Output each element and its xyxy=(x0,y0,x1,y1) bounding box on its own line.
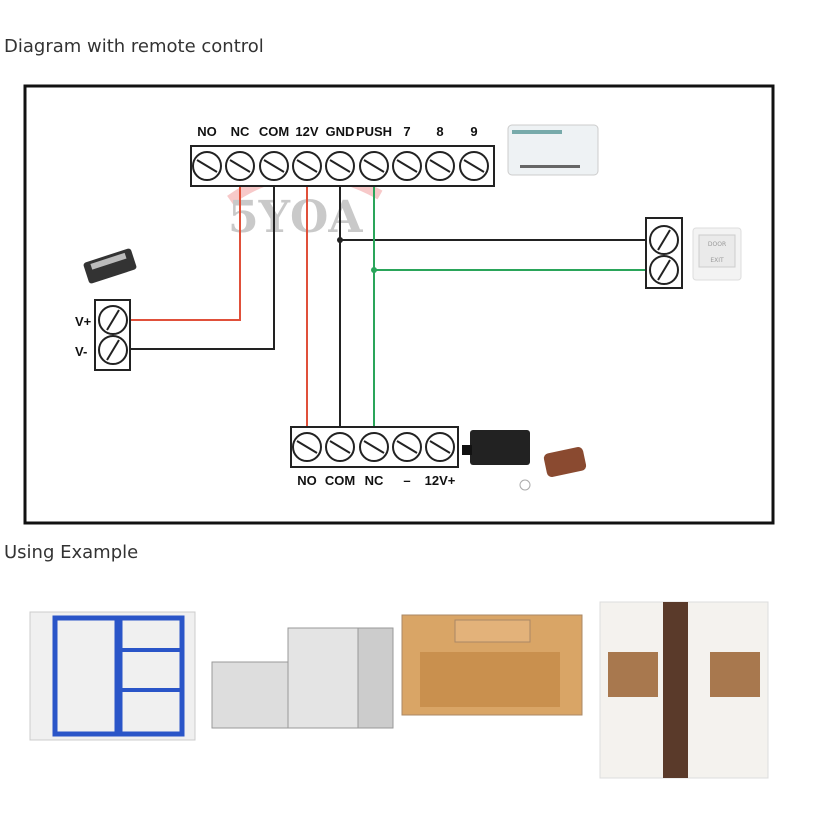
bottom-terminal-label: NC xyxy=(365,473,384,488)
example-wooden-cabinet xyxy=(401,614,583,716)
wire-gnd xyxy=(339,166,664,447)
top-terminal-label: 8 xyxy=(436,124,443,139)
bottom-terminal-label: – xyxy=(403,473,410,488)
label-vplus: V+ xyxy=(75,314,92,329)
example-cabinet-blue xyxy=(29,611,196,741)
screw-slot xyxy=(329,440,351,454)
wire-push xyxy=(373,166,664,447)
wire-com-vminus xyxy=(113,166,275,350)
top-terminal-label: NC xyxy=(231,124,250,139)
bottom-terminal-label: COM xyxy=(325,473,355,488)
example-white-wardrobe xyxy=(599,601,769,779)
junction-dot xyxy=(371,267,377,273)
screw-slot xyxy=(363,440,385,454)
diagram-heading: Diagram with remote control xyxy=(4,36,264,57)
power-supply-image xyxy=(507,124,599,176)
screw-slot xyxy=(657,259,671,281)
exit-button-door-text: DOOR xyxy=(708,241,726,248)
top-terminal-label: GND xyxy=(326,124,355,139)
remote-fob-image xyxy=(519,447,587,491)
screw-slot xyxy=(296,159,318,173)
screw-slot xyxy=(296,440,318,454)
screw-slot xyxy=(429,159,451,173)
junction-dot xyxy=(337,237,343,243)
screw-slot xyxy=(263,159,285,173)
screw-slot xyxy=(229,159,251,173)
screw-slot xyxy=(106,309,120,331)
top-terminal-label: 9 xyxy=(470,124,477,139)
screw-slot xyxy=(363,159,385,173)
top-terminal-label: COM xyxy=(259,124,289,139)
wire-nc-vplus xyxy=(113,166,241,321)
top-terminal-label: PUSH xyxy=(356,124,392,139)
top-terminal-label: NO xyxy=(197,124,217,139)
top-terminal-label: 12V xyxy=(295,124,318,139)
screw-slot xyxy=(463,159,485,173)
receiver-image xyxy=(462,430,530,465)
screw-slot xyxy=(196,159,218,173)
screw-slot xyxy=(429,440,451,454)
exit-button-image: DOOR EXIT xyxy=(692,227,742,281)
example-metal-cabinets xyxy=(211,627,394,729)
magnetic-lock-image xyxy=(83,248,137,284)
screw-slot xyxy=(329,159,351,173)
bottom-terminal-label: 12V+ xyxy=(425,473,456,488)
bottom-terminal-label: NO xyxy=(297,473,317,488)
label-vminus: V- xyxy=(75,344,87,359)
screw-slot xyxy=(396,159,418,173)
screw-slot xyxy=(106,339,120,361)
screw-slot xyxy=(396,440,418,454)
svg-text:5YOA: 5YOA xyxy=(228,192,363,243)
example-heading: Using Example xyxy=(4,542,139,563)
screw-slot xyxy=(657,229,671,251)
exit-button-exit-text: EXIT xyxy=(710,257,724,264)
top-terminal-label: 7 xyxy=(403,124,410,139)
